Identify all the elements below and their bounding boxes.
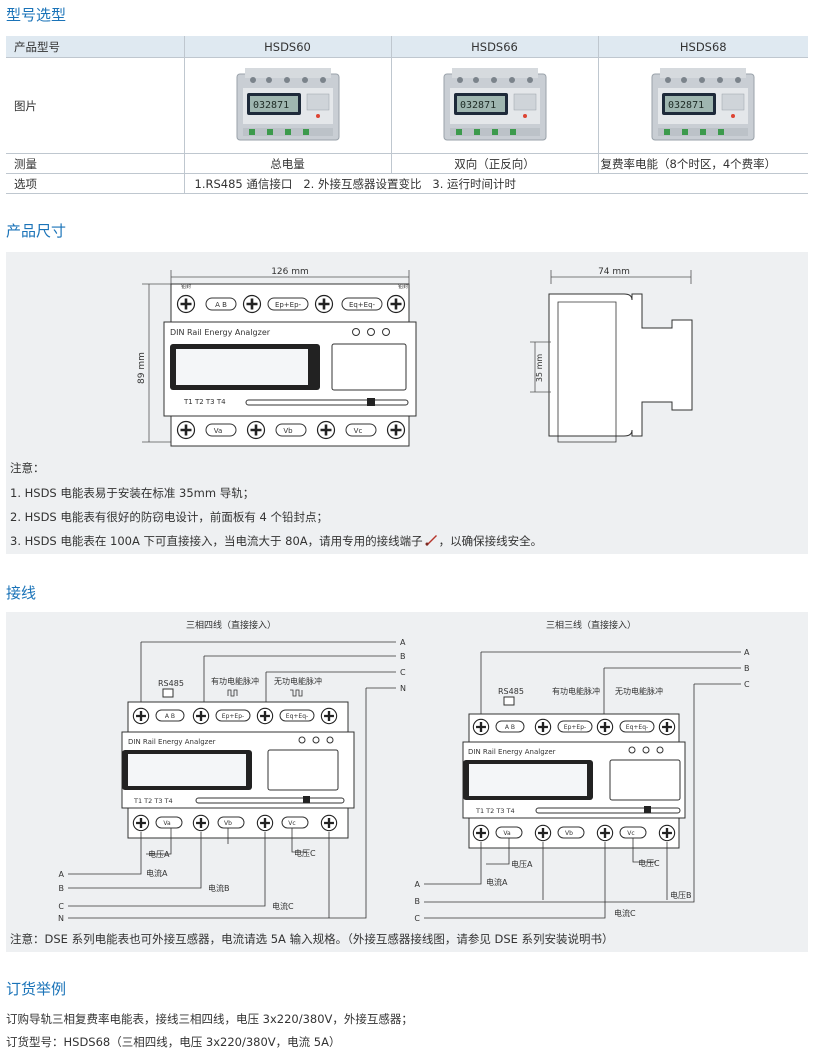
- current-c-label: 电流C: [614, 908, 636, 918]
- product-image: [442, 66, 548, 146]
- rs485-label: RS485: [498, 687, 524, 696]
- reactive-pulse-label: 无功电能脉冲: [615, 686, 663, 696]
- depth-dimension: 74 mm: [598, 267, 630, 277]
- section-title-size: 产品尺寸: [6, 222, 67, 240]
- seal-label: 铅封: [181, 283, 191, 290]
- terminal-vb: Vb: [224, 820, 232, 827]
- tariff-labels: T1 T2 T3 T4: [475, 807, 515, 815]
- terminal-eq: Eq+Eq-: [626, 724, 648, 731]
- terminal-ab: A B: [215, 301, 227, 309]
- active-pulse-label: 有功电能脉冲: [211, 676, 259, 686]
- note-text: 3. HSDS 电能表在 100A 下可直接接入，当电流大于 80A，请用专用的…: [10, 534, 423, 548]
- current-b-label: 电流B: [208, 883, 230, 893]
- phase-label: B: [744, 664, 750, 673]
- terminal-vb: Vb: [283, 427, 293, 435]
- table-row: 测量 总电量 双向（正反向） 复费率电能（8个时区，4个费率）: [6, 153, 808, 174]
- phase-label: A: [744, 648, 750, 657]
- product-image: [235, 66, 341, 146]
- device-title: DIN Rail Energy Analgzer: [128, 738, 216, 746]
- section-title-model: 型号选型: [6, 6, 67, 24]
- terminal-eq: Eq+Eq-: [349, 301, 376, 309]
- section-title-wiring: 接线: [6, 584, 37, 602]
- voltage-a-label: 电压A: [511, 859, 533, 869]
- note-item: 3. HSDS 电能表在 100A 下可直接接入，当电流大于 80A，请用专用的…: [10, 533, 542, 549]
- phase-label: C: [744, 680, 750, 689]
- wiring-left-title: 三相四线（直接接入）: [186, 619, 276, 631]
- reactive-pulse-label: 无功电能脉冲: [274, 676, 322, 686]
- width-dimension: 126 mm: [271, 267, 309, 277]
- terminal-va: Va: [163, 820, 171, 827]
- rs485-label: RS485: [158, 679, 184, 688]
- voltage-c-label: 电压C: [294, 848, 316, 858]
- device-title: DIN Rail Energy Analgzer: [170, 328, 271, 337]
- table-cell: 图片: [6, 57, 184, 154]
- table-cell: 复费率电能（8个时区，4个费率）: [597, 153, 808, 174]
- phase-label: C: [58, 902, 64, 911]
- wiring-right-title: 三相三线（直接接入）: [546, 619, 636, 631]
- terminal-vc: Vc: [627, 830, 634, 837]
- terminal-ab: A B: [165, 713, 175, 720]
- table-row: 图片: [6, 57, 808, 154]
- phase-label: C: [414, 914, 420, 923]
- terminal-vc: Vc: [354, 427, 363, 435]
- table-header-cell: HSDS66: [390, 36, 598, 58]
- phase-label: C: [400, 668, 406, 677]
- table-row: 选项 1.RS485 通信接口 2. 外接互感器设置变比 3. 运行时间计时: [6, 173, 808, 194]
- order-line: 订购导轨三相复费率电能表，接线三相四线，电压 3x220/380V，外接互感器；: [6, 1012, 413, 1026]
- table-header-cell: HSDS68: [597, 36, 808, 58]
- tariff-labels: T1 T2 T3 T4: [133, 797, 173, 805]
- terminal-va: Va: [214, 427, 223, 435]
- seal-label: 铅封: [398, 283, 408, 290]
- table-cell: 总电量: [183, 153, 391, 174]
- voltage-a-label: 电压A: [148, 849, 170, 859]
- phase-label: A: [415, 880, 421, 889]
- current-a-label: 电流A: [146, 868, 168, 878]
- note-item: 1. HSDS 电能表易于安装在标准 35mm 导轨；: [10, 486, 255, 500]
- table-header-cell: 产品型号: [6, 36, 184, 58]
- table-row: 产品型号 HSDS60 HSDS66 HSDS68: [6, 36, 808, 58]
- model-table: 产品型号 HSDS60 HSDS66 HSDS68 图片 测量 总电量 双向（正…: [6, 36, 808, 194]
- terminal-eq: Eq+Eq-: [286, 713, 308, 720]
- current-a-label: 电流A: [486, 877, 508, 887]
- voltage-c-label: 电压C: [638, 858, 660, 868]
- dimension-drawing: 126 mm 89 mm A B Ep+Ep- Eq+Eq- 铅封 铅封 DIN…: [137, 267, 693, 447]
- table-cell: 1.RS485 通信接口 2. 外接互感器设置变比 3. 运行时间计时: [183, 173, 808, 194]
- terminal-va: Va: [503, 830, 511, 837]
- phase-label: B: [59, 884, 65, 893]
- section-title-order: 订货举例: [6, 980, 67, 998]
- phase-label: B: [400, 652, 406, 661]
- table-cell: 双向（正反向）: [390, 153, 598, 174]
- table-header-cell: HSDS60: [183, 36, 391, 58]
- height-dimension: 89 mm: [137, 352, 147, 384]
- active-pulse-label: 有功电能脉冲: [552, 686, 600, 696]
- wiring-diagram: 三相四线（直接接入） A B C N RS485 有功电能脉冲 无功电能脉冲 A…: [58, 619, 750, 923]
- terminal-ep: Ep+Ep-: [222, 713, 244, 720]
- note-text: ，以确保接线安全。: [438, 534, 543, 548]
- terminal-icon: [425, 535, 437, 546]
- current-c-label: 电流C: [272, 901, 294, 911]
- terminal-ep: Ep+Ep-: [275, 301, 302, 309]
- tariff-labels: T1 T2 T3 T4: [183, 398, 226, 406]
- notes-title: 注意：: [10, 461, 45, 475]
- terminal-ep: Ep+Ep-: [564, 724, 586, 731]
- terminal-vc: Vc: [288, 820, 295, 827]
- device-title: DIN Rail Energy Analgzer: [468, 748, 556, 756]
- phase-label: A: [400, 638, 406, 647]
- phase-label: N: [58, 914, 64, 923]
- wiring-note: 注意：DSE 系列电能表也可外接互感器，电流请选 5A 输入规格。（外接互感器接…: [10, 932, 614, 946]
- terminal-ab: A B: [505, 724, 515, 731]
- phase-label: A: [59, 870, 65, 879]
- phase-label: N: [400, 684, 406, 693]
- order-line: 订货型号：HSDS68（三相四线，电压 3x220/380V，电流 5A）: [6, 1035, 341, 1049]
- table-cell: 选项: [6, 173, 184, 194]
- phase-label: B: [415, 897, 421, 906]
- terminal-vb: Vb: [565, 830, 573, 837]
- voltage-b-label: 电压B: [670, 890, 692, 900]
- note-item: 2. HSDS 电能表有很好的防窃电设计，前面板有 4 个铅封点；: [10, 510, 329, 524]
- table-cell: 测量: [6, 153, 184, 174]
- product-image: [650, 66, 756, 146]
- rail-dimension: 35 mm: [535, 354, 544, 383]
